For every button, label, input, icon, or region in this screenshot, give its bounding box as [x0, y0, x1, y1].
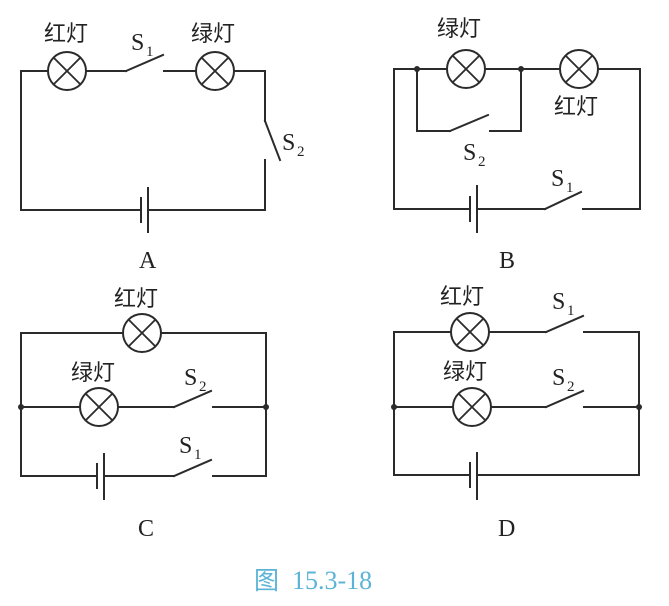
green-lamp-label: 绿灯: [71, 361, 115, 386]
option-label-b: B: [499, 248, 515, 274]
switch-icon: [172, 458, 213, 478]
switch-label-sub: 2: [297, 144, 305, 160]
switch-label-sub: 1: [146, 44, 154, 60]
lamp-icon: [559, 49, 599, 89]
circuit-d: 红灯 绿灯 S 1 S 2 D: [391, 285, 642, 542]
caption-number: 15.3-18: [292, 566, 372, 595]
switch-label-s: S: [552, 289, 565, 315]
circuit-c: 红灯 绿灯 S 2 S 1 C: [18, 287, 269, 542]
green-lamp-label: 绿灯: [437, 17, 481, 42]
lamp-icon: [450, 312, 490, 352]
lamp-icon: [47, 51, 87, 91]
battery-icon: [96, 453, 105, 500]
switch-icon: [124, 53, 165, 73]
switch-label-sub: 1: [194, 447, 202, 463]
battery-icon: [469, 452, 478, 500]
junction-dot: [18, 404, 24, 410]
option-label-d: D: [498, 516, 515, 542]
wires: [20, 332, 267, 477]
red-lamp-label: 红灯: [440, 285, 484, 310]
switch-label-sub: 2: [478, 154, 486, 170]
battery-icon: [140, 187, 149, 233]
caption-prefix: 图: [254, 566, 279, 595]
switch-icon: [263, 119, 282, 162]
wires: [393, 68, 641, 210]
wires: [20, 70, 266, 211]
switch-icon: [544, 314, 585, 334]
wires: [393, 331, 640, 476]
switch-label-s: S: [552, 365, 565, 391]
switch-label-sub: 1: [567, 303, 575, 319]
option-label-a: A: [139, 248, 157, 274]
red-lamp-label: 红灯: [114, 287, 158, 312]
lamp-icon: [452, 387, 492, 427]
switch-label-s: S: [179, 433, 192, 459]
switch-icon: [543, 190, 583, 211]
switch-label-sub: 2: [567, 379, 575, 395]
switch-label-s: S: [282, 130, 295, 156]
switch-label-s: S: [463, 140, 476, 166]
junction-dot: [263, 404, 269, 410]
lamp-icon: [122, 313, 162, 353]
red-lamp-label: 红灯: [44, 22, 88, 47]
switch-icon: [544, 389, 585, 409]
lamp-icon: [79, 387, 119, 427]
lamp-icon: [195, 51, 235, 91]
red-lamp-label: 红灯: [554, 95, 598, 120]
circuit-b: 绿灯 红灯 S 2 S 1 B: [393, 17, 641, 274]
figure-caption: 图 15.3-18: [254, 566, 372, 595]
junction-dot: [636, 404, 642, 410]
switch-label-sub: 2: [199, 379, 207, 395]
switch-label-s: S: [184, 365, 197, 391]
green-lamp-label: 绿灯: [191, 22, 235, 47]
switch-label-sub: 1: [566, 180, 574, 196]
green-lamp-label: 绿灯: [443, 360, 487, 385]
circuit-a: 红灯 绿灯 S 1 S 2 A: [20, 22, 305, 274]
lamp-icon: [446, 49, 486, 89]
switch-label-s: S: [131, 30, 144, 56]
battery-icon: [469, 185, 478, 233]
switch-icon: [448, 113, 490, 133]
option-label-c: C: [138, 516, 154, 542]
junction-dot: [391, 404, 397, 410]
switch-icon: [172, 389, 213, 409]
junction-dot: [518, 66, 524, 72]
switch-label-s: S: [551, 166, 564, 192]
junction-dot: [414, 66, 420, 72]
